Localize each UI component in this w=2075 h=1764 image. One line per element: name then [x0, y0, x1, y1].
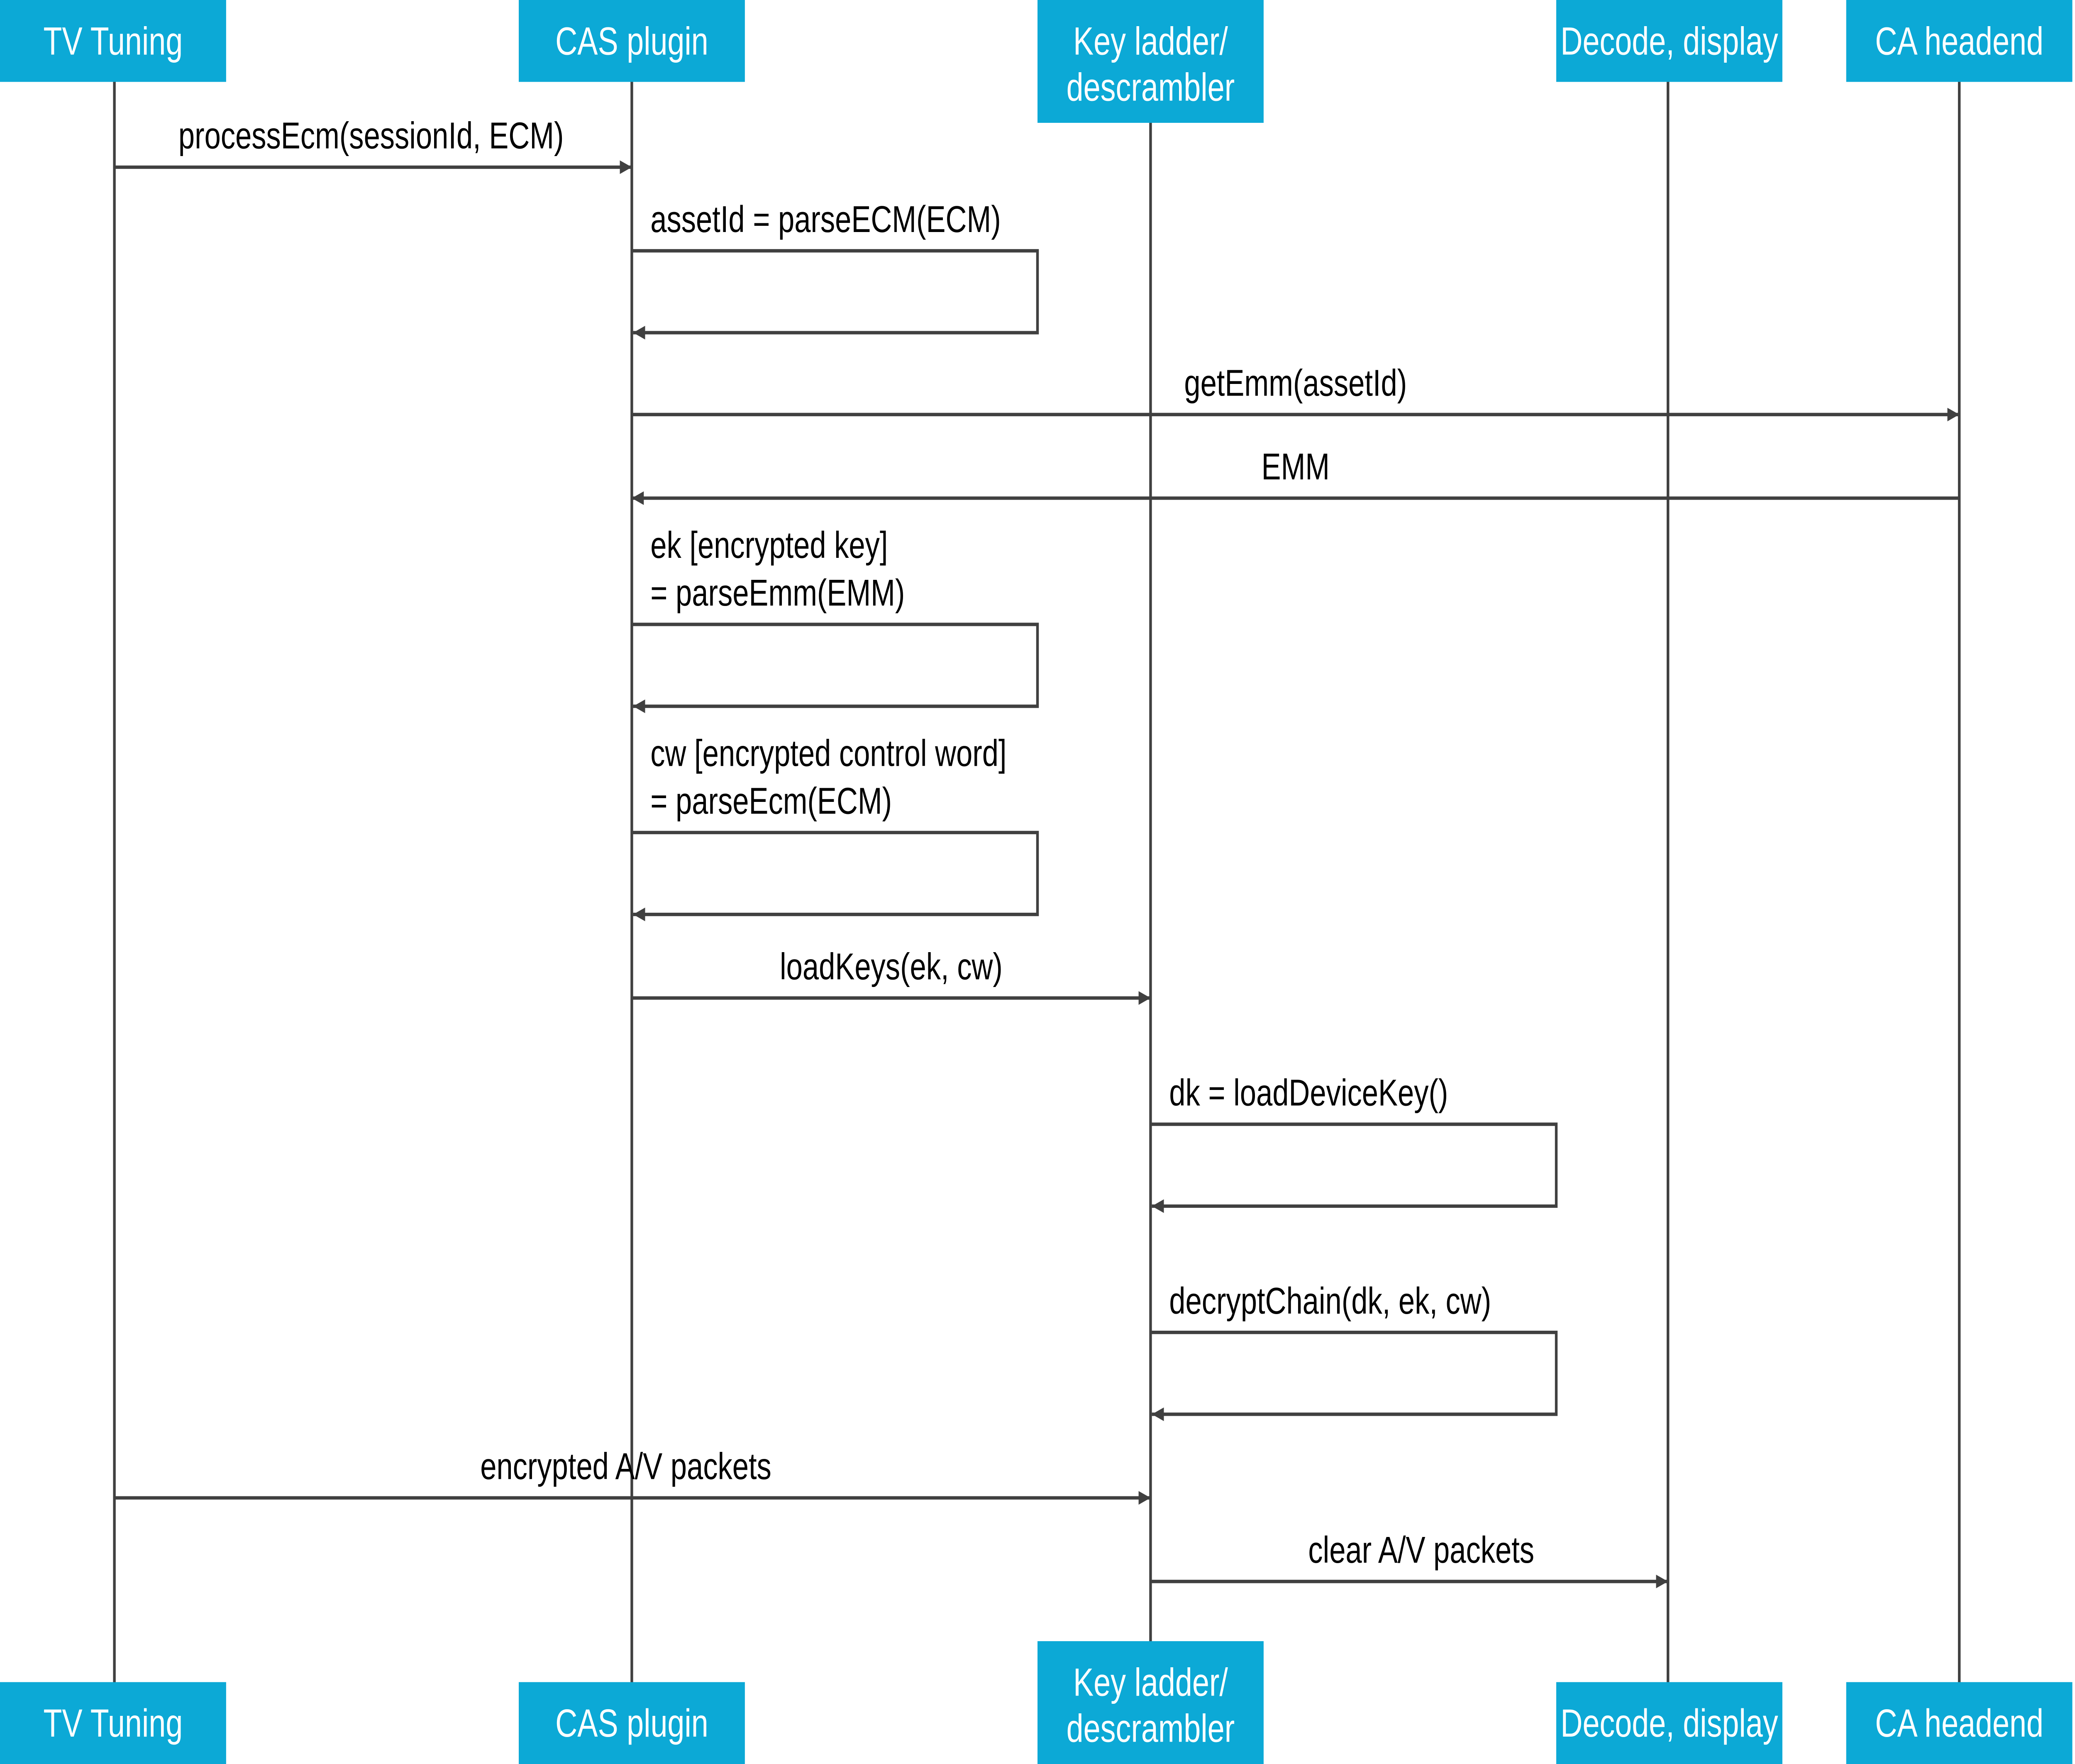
message-10: clear A/V packets — [1150, 1529, 1668, 1588]
participant-box — [0, 1682, 226, 1764]
self-call-arrow — [632, 249, 1039, 340]
participant-box — [0, 0, 226, 82]
participant-box — [1556, 1682, 1782, 1764]
self-call-arrow — [632, 623, 1039, 713]
participant-label: TV Tuning — [43, 1701, 183, 1745]
message-label: clear A/V packets — [1308, 1529, 1534, 1571]
participant-label: TV Tuning — [43, 19, 183, 63]
participant-label: Key ladder/ — [1073, 19, 1228, 63]
participant-label: CAS plugin — [555, 19, 708, 63]
participant-bottom-ca-headend: CA headend — [1846, 1682, 2073, 1764]
participant-box — [1846, 1682, 2073, 1764]
participant-box — [519, 0, 745, 82]
participant-top-ca-headend: CA headend — [1846, 0, 2073, 82]
message-label: cw [encrypted control word] — [650, 733, 1006, 774]
participant-bottom-key-ladder-descrambler: Key ladder/descrambler — [1038, 1641, 1264, 1764]
participant-label: Decode, display — [1560, 1701, 1778, 1745]
message-label: EMM — [1262, 446, 1330, 488]
participant-top-decode-display: Decode, display — [1556, 0, 1782, 82]
message-4: ek [encrypted key] = parseEmm(EMM) — [632, 525, 1039, 713]
participant-box — [1038, 1641, 1264, 1764]
message-7: dk = loadDeviceKey() — [1150, 1072, 1558, 1213]
participant-bottom-decode-display: Decode, display — [1556, 1682, 1782, 1764]
participant-label: Decode, display — [1560, 19, 1778, 63]
participant-label: CA headend — [1875, 1701, 2043, 1745]
participant-label: CAS plugin — [555, 1701, 708, 1745]
participant-label: descrambler — [1067, 1706, 1235, 1750]
participant-label: CA headend — [1875, 19, 2043, 63]
message-3: EMM — [632, 446, 1960, 505]
message-8: decryptChain(dk, ek, cw) — [1150, 1280, 1558, 1421]
message-6: loadKeys(ek, cw) — [632, 946, 1151, 1005]
participant-box — [1556, 0, 1782, 82]
message-label: loadKeys(ek, cw) — [780, 946, 1003, 987]
message-label: getEmm(assetId) — [1184, 362, 1407, 404]
message-5: cw [encrypted control word] = parseEcm(EC… — [632, 733, 1039, 921]
message-label: = parseEmm(EMM) — [650, 572, 905, 614]
message-2: getEmm(assetId) — [632, 362, 1960, 422]
message-label: assetId = parseECM(ECM) — [650, 199, 1001, 240]
self-call-arrow — [632, 831, 1039, 921]
message-label: ek [encrypted key] — [650, 525, 888, 566]
participant-bottom-cas-plugin: CAS plugin — [519, 1682, 745, 1764]
participant-label: descrambler — [1067, 65, 1235, 109]
message-label: = parseEcm(ECM) — [650, 780, 892, 822]
participant-top-key-ladder-descrambler: Key ladder/descrambler — [1038, 0, 1264, 123]
participant-bottom-tv-tuning: TV Tuning — [0, 1682, 226, 1764]
self-call-arrow — [1150, 1330, 1558, 1421]
participant-box — [519, 1682, 745, 1764]
participant-top-cas-plugin: CAS plugin — [519, 0, 745, 82]
message-label: encrypted A/V packets — [480, 1446, 771, 1487]
message-0: processEcm(sessionId, ECM) — [114, 115, 632, 174]
self-call-arrow — [1150, 1122, 1558, 1213]
participant-label: Key ladder/ — [1073, 1660, 1228, 1704]
message-9: encrypted A/V packets — [114, 1446, 1151, 1505]
message-1: assetId = parseECM(ECM) — [632, 199, 1039, 340]
participant-box — [1038, 0, 1264, 123]
message-label: decryptChain(dk, ek, cw) — [1169, 1280, 1491, 1322]
message-label: dk = loadDeviceKey() — [1169, 1072, 1448, 1114]
participant-top-tv-tuning: TV Tuning — [0, 0, 226, 82]
message-label: processEcm(sessionId, ECM) — [178, 115, 564, 156]
participant-box — [1846, 0, 2073, 82]
